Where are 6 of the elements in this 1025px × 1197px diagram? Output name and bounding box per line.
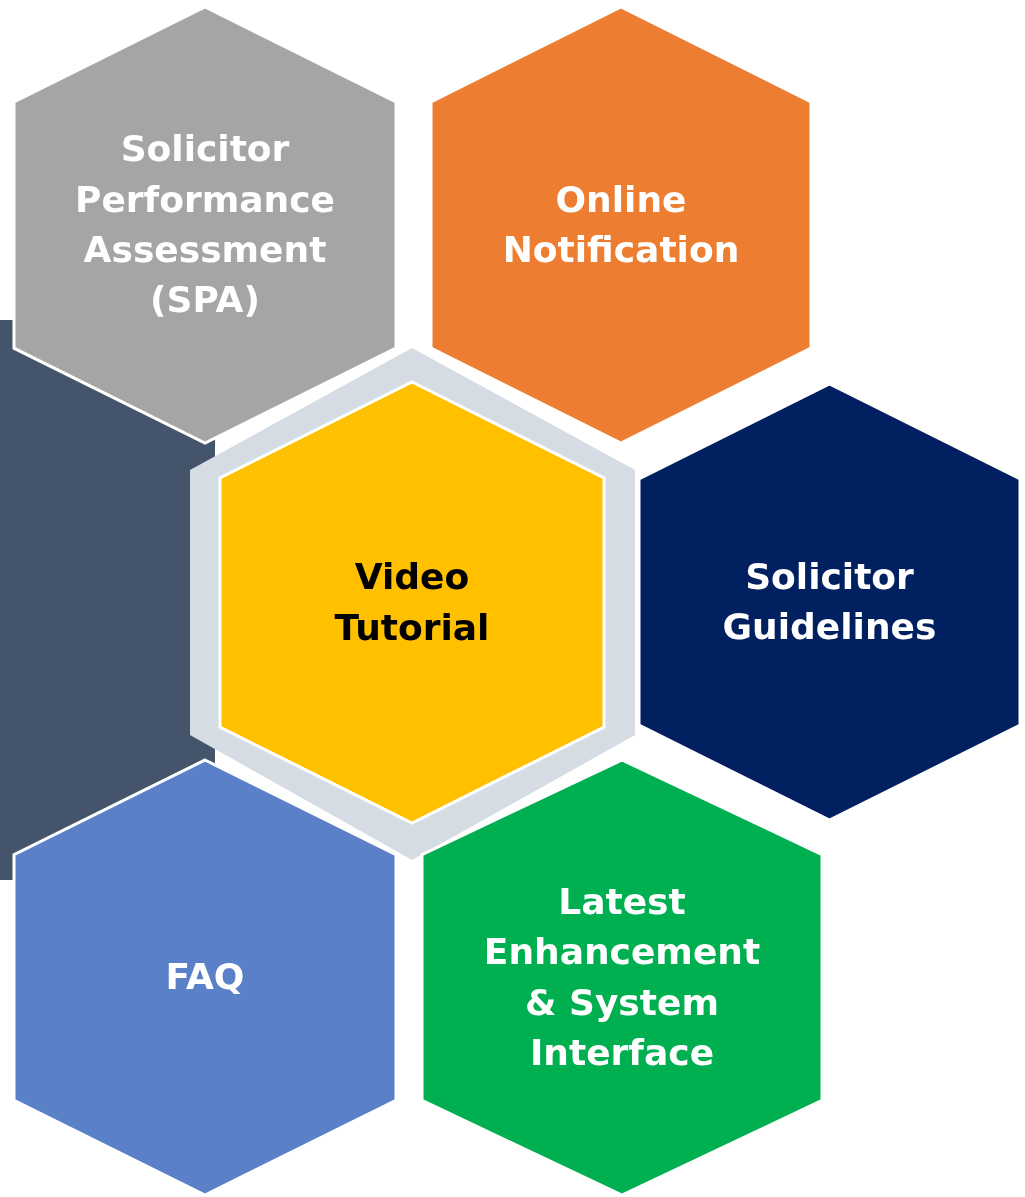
tile-label: Latest Enhancement & System Interface [482,879,762,1075]
tile-label: Video Tutorial [333,555,491,650]
tile-label: Solicitor Guidelines [721,554,938,649]
tile-label: Online Notification [501,177,741,272]
tile-label: FAQ [165,955,245,1000]
tile-label: Solicitor Performance Assessment (SPA) [74,127,336,323]
